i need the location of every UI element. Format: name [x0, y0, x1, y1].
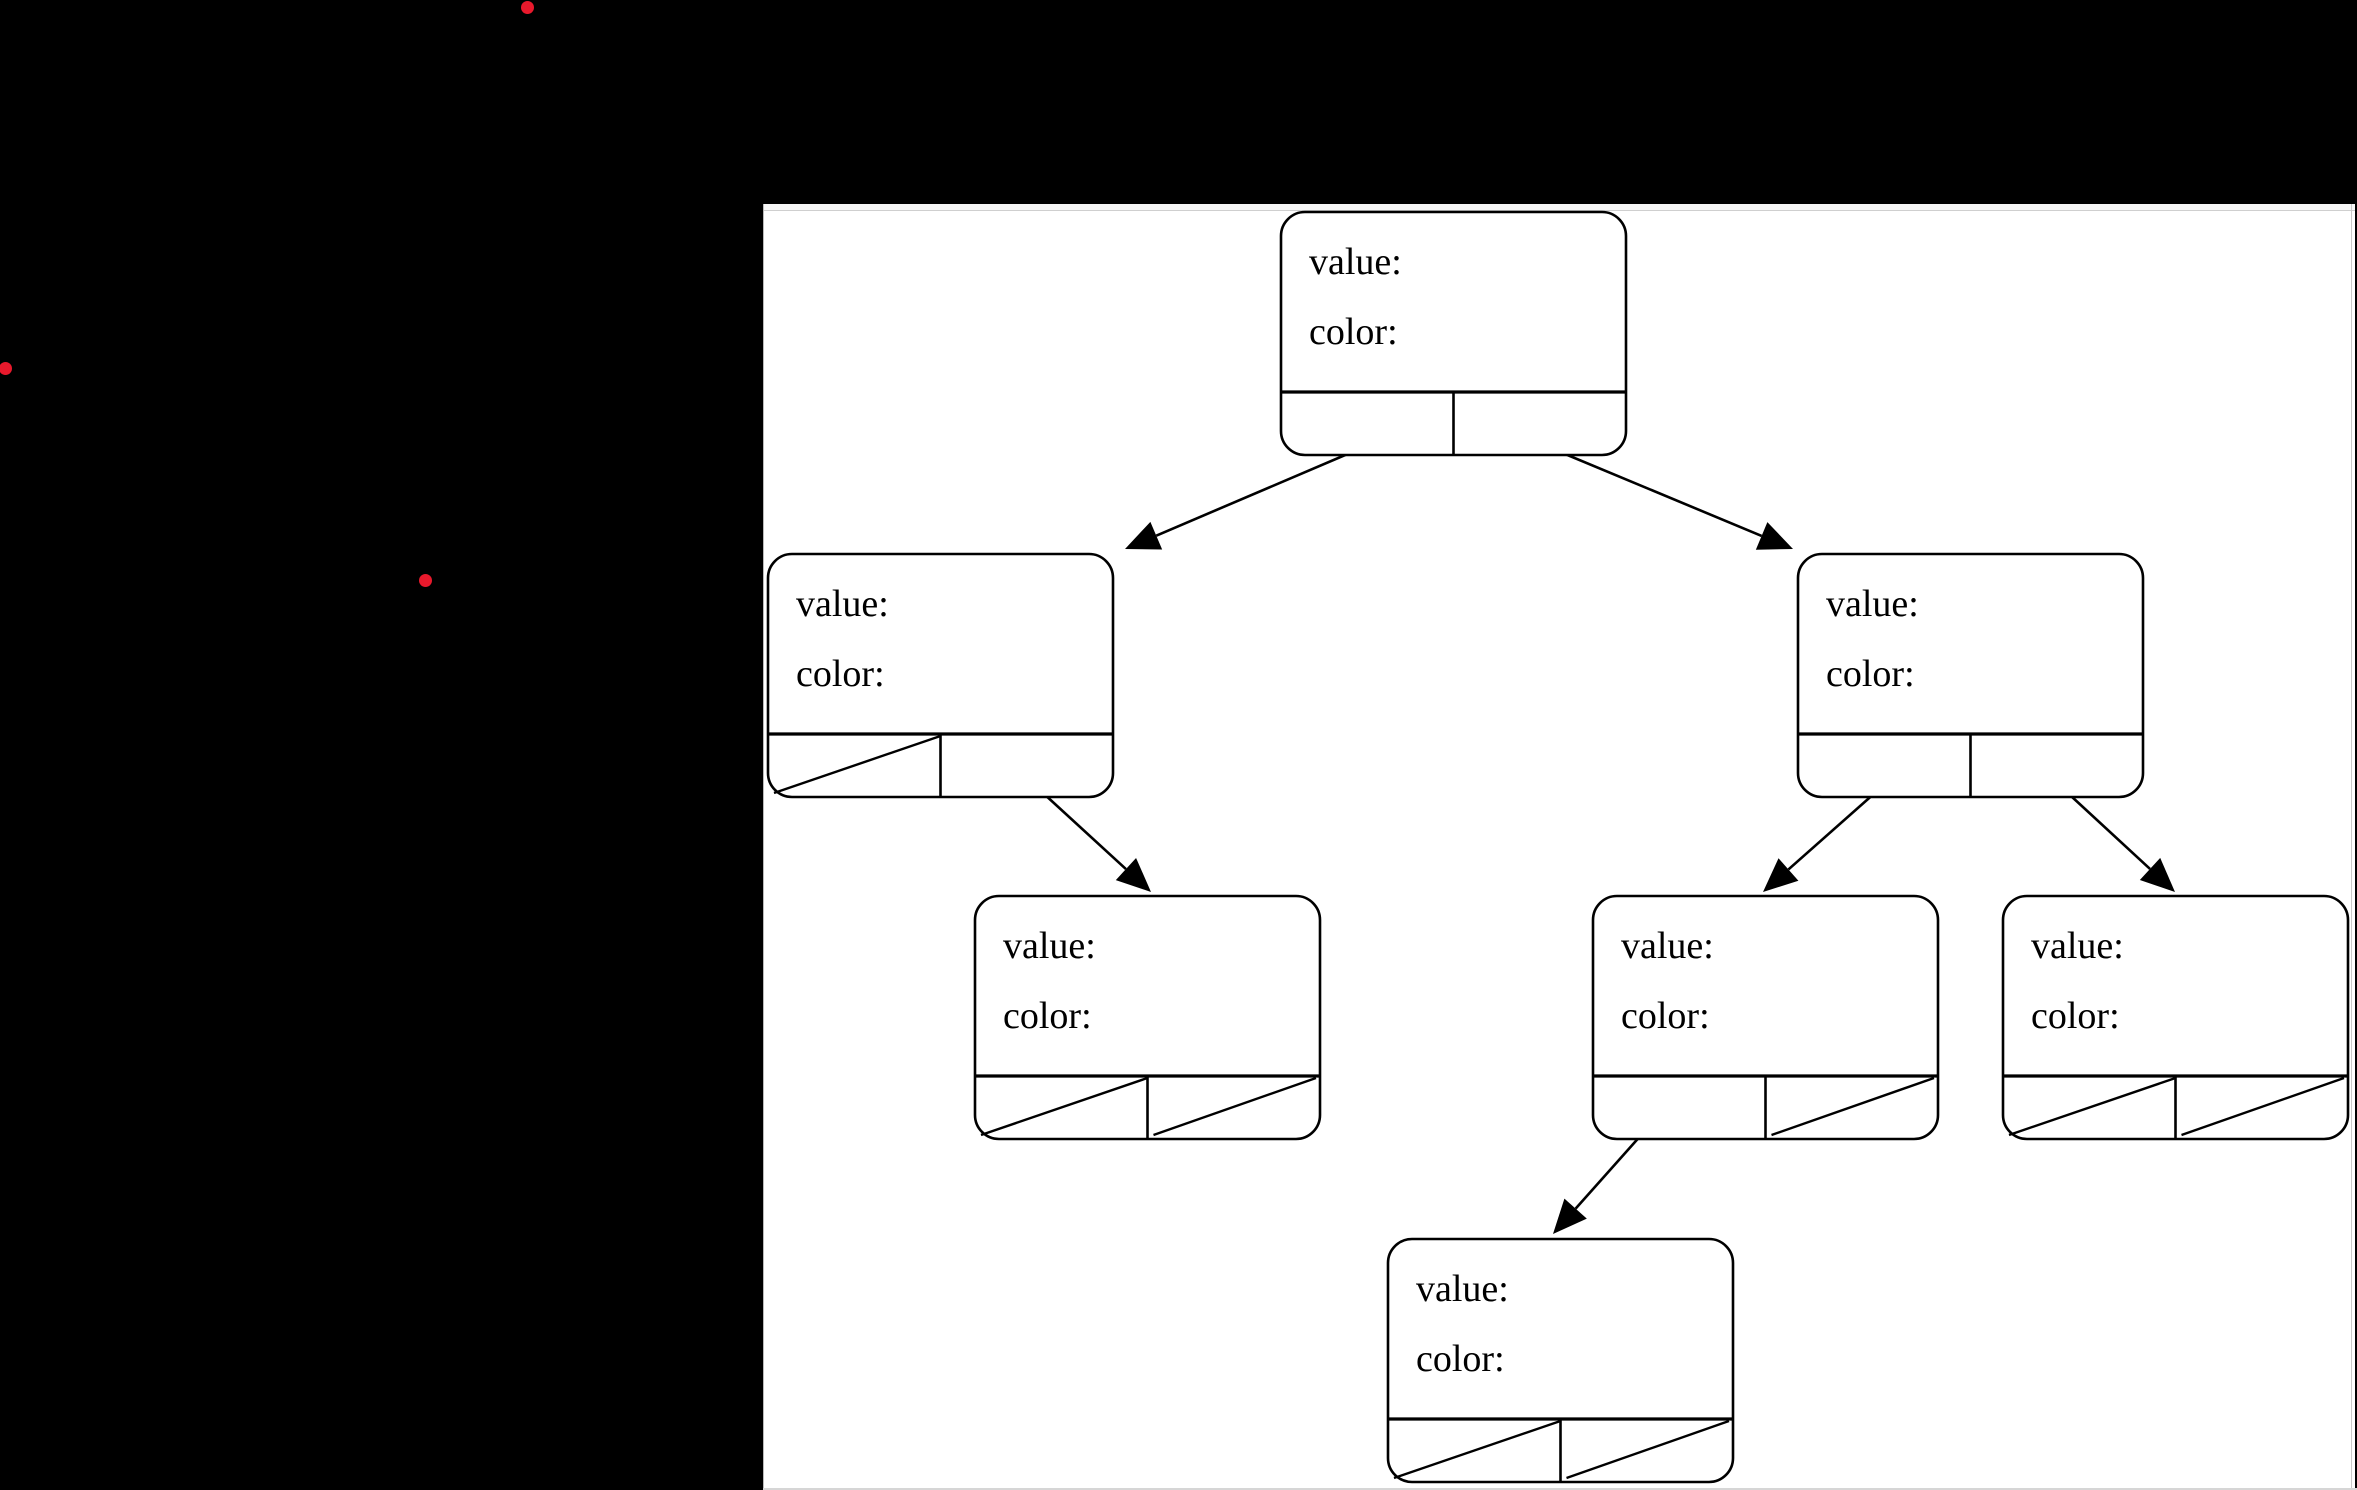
tree-node-leaf-b[interactable]: value: color:	[1591, 894, 1940, 1141]
tree-node-root-color-label: color:	[1309, 311, 1398, 353]
edge-left-child-to-leaf-a	[1030, 781, 1151, 892]
document-canvas[interactable]: value:color:value:color:value:color:valu…	[763, 204, 2357, 1490]
tree-node-leaf-a-value-label: value:	[1003, 925, 1096, 967]
tree-node-leaf-c-value-label: value:	[2031, 925, 2124, 967]
tree-node-leaf-d-left-null-slash	[1393, 1419, 1561, 1480]
tree-node-right-child[interactable]: value: color:	[1796, 552, 2145, 799]
binary-tree-diagram: value:color:value:color:value:color:valu…	[766, 210, 2350, 1484]
tree-node-leaf-a[interactable]: value: color:	[973, 894, 1322, 1141]
tree-node-right-child-value-label: value:	[1826, 583, 1919, 625]
canvas-left-border	[763, 204, 764, 1490]
edge-root-to-left-child	[1125, 442, 1372, 550]
tree-node-leaf-b-right-null-slash	[1771, 1076, 1935, 1137]
tree-node-leaf-d-color-label: color:	[1416, 1338, 1505, 1380]
tree-node-leaf-c-color-label: color:	[2031, 995, 2120, 1037]
tree-node-left-child-color-label: color:	[796, 653, 885, 695]
edge-right-child-to-leaf-b	[1763, 783, 1886, 892]
canvas-right-border	[2351, 204, 2352, 1490]
tree-nodes-group: value:color:value:color:value:color:valu…	[766, 210, 2350, 1484]
edge-root-to-right-child	[1540, 442, 1793, 550]
edge-right-child-to-leaf-c	[2057, 783, 2175, 892]
marker-middle	[419, 574, 432, 587]
canvas-bottom-border	[763, 1488, 2357, 1490]
tree-node-leaf-c-left-null-slash	[2008, 1076, 2176, 1137]
tree-node-leaf-a-left-null-slash	[980, 1076, 1148, 1137]
tree-node-left-child-value-label: value:	[796, 583, 889, 625]
tree-node-leaf-d[interactable]: value: color:	[1386, 1237, 1735, 1484]
tree-node-leaf-a-right-null-slash	[1153, 1076, 1317, 1137]
tree-node-root-value-label: value:	[1309, 241, 1402, 283]
edge-root-to-right-child-line	[1540, 442, 1763, 538]
edge-leaf-b-to-leaf-d	[1553, 1123, 1652, 1234]
edge-right-child-to-leaf-c-arrowhead	[2139, 857, 2175, 892]
edge-root-to-left-child-line	[1155, 442, 1372, 537]
canvas-top-border	[763, 204, 2357, 211]
edge-right-child-to-leaf-b-arrowhead	[1763, 858, 1799, 892]
tree-node-leaf-d-value-label: value:	[1416, 1268, 1509, 1310]
tree-node-leaf-b-color-label: color:	[1621, 995, 1710, 1037]
tree-node-left-child-left-null-slash	[773, 734, 941, 795]
marker-top	[521, 1, 534, 14]
tree-node-right-child-color-label: color:	[1826, 653, 1915, 695]
edge-left-child-to-leaf-a-arrowhead	[1115, 857, 1151, 892]
canvas-scrollbar-edge[interactable]	[2355, 204, 2357, 1490]
tree-node-leaf-d-right-null-slash	[1566, 1419, 1730, 1480]
tree-node-leaf-a-color-label: color:	[1003, 995, 1092, 1037]
marker-left	[0, 362, 12, 375]
tree-node-left-child[interactable]: value: color:	[766, 552, 1115, 799]
tree-node-leaf-c-right-null-slash	[2181, 1076, 2345, 1137]
tree-node-leaf-c[interactable]: value: color:	[2001, 894, 2350, 1141]
tree-node-leaf-b-value-label: value:	[1621, 925, 1714, 967]
edge-root-to-left-child-arrowhead	[1125, 521, 1163, 550]
tree-node-root[interactable]: value: color:	[1279, 210, 1628, 457]
edge-root-to-right-child-arrowhead	[1755, 522, 1793, 550]
edge-leaf-b-to-leaf-d-arrowhead	[1553, 1198, 1587, 1234]
